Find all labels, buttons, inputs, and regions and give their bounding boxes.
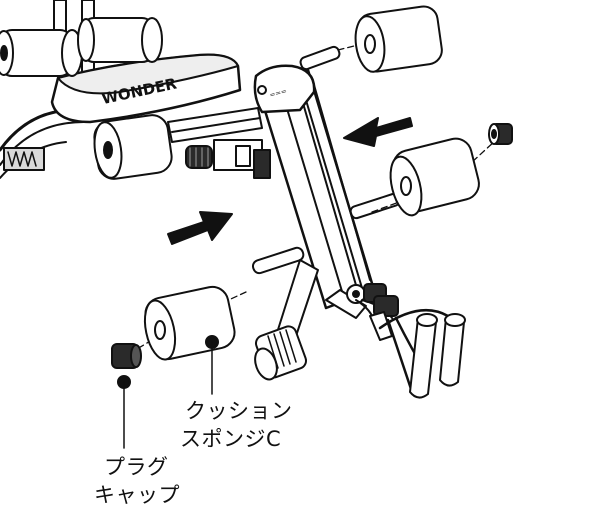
cushion-sponge-label-line1: クッション — [185, 399, 293, 423]
leg-frame: === — [251, 45, 401, 381]
label-leaders — [117, 335, 219, 449]
adjustment-knob — [185, 145, 213, 169]
cushion-sponge-label-line2: スポンジC — [180, 427, 282, 451]
cushion-sponge-upper — [354, 5, 443, 73]
top-roller-right — [77, 17, 163, 63]
cushion-sponge-right — [389, 137, 480, 217]
plug-cap-label-line2: キャップ — [94, 483, 180, 507]
bench-body: WONDER — [0, 0, 271, 180]
plug-cap-right — [488, 123, 513, 145]
bench-roller — [93, 114, 173, 180]
top-roller-left — [0, 29, 83, 77]
plug-cap-left — [111, 343, 142, 369]
arrow-left-pointing — [343, 117, 413, 147]
cable-handles — [363, 283, 466, 399]
spring-mechanism — [3, 147, 45, 171]
arrow-right-pointing — [167, 211, 233, 245]
bottom-roller — [254, 325, 308, 381]
plug-cap-label-line1: プラグ — [104, 455, 169, 479]
cushion-sponge-c — [143, 285, 236, 361]
